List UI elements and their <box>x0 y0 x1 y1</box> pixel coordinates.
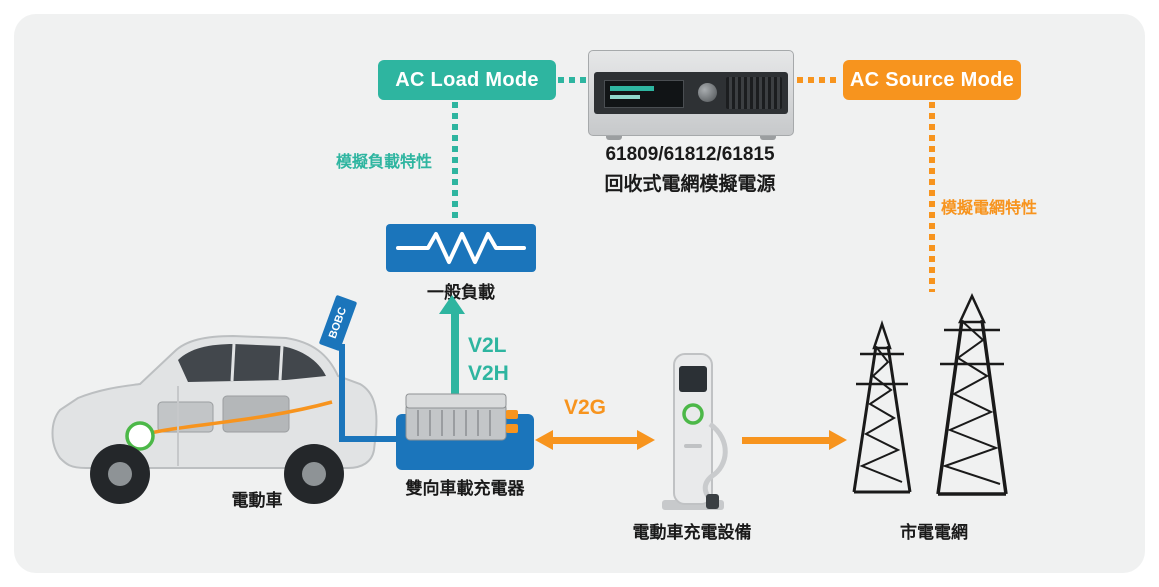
station-to-grid-arrowhead <box>829 430 847 450</box>
bobc-connection-line-horizontal <box>339 436 401 442</box>
evse-label: 電動車充電設備 <box>632 523 752 542</box>
transmission-towers-image <box>852 293 1008 496</box>
car-orange-cable <box>145 400 333 436</box>
instrument-knob <box>698 83 717 102</box>
instrument-foot-right <box>760 136 776 140</box>
grid-simulator-image <box>588 50 794 140</box>
instrument-foot-left <box>606 136 622 140</box>
obc-connector-2 <box>506 424 518 433</box>
teal-dotted-connector-vertical <box>452 102 458 220</box>
v2l-flow-label: V2L <box>468 334 507 357</box>
instrument-display-readout-2 <box>610 95 640 99</box>
car-windows <box>178 344 326 382</box>
obc-lid <box>405 393 507 409</box>
ev-charging-station-image <box>662 353 728 510</box>
instrument-vent-grille <box>726 77 782 109</box>
general-load-box <box>386 224 536 272</box>
instrument-model-numbers: 61809/61812/61815 <box>605 144 775 165</box>
v2g-arrowhead-right <box>637 430 655 450</box>
v2g-flow-label: V2G <box>564 396 607 419</box>
v2l-v2h-arrowhead <box>439 295 465 314</box>
car-rear-hub <box>302 462 326 486</box>
resistor-icon <box>396 232 526 264</box>
station-slot <box>684 444 702 448</box>
load-characteristic-annotation: 模擬負載特性 <box>336 154 433 171</box>
car-front-hub <box>108 462 132 486</box>
station-cable <box>702 421 728 502</box>
obc-label: 雙向車載充電器 <box>405 479 525 498</box>
ac-source-mode-badge: AC Source Mode <box>843 60 1021 100</box>
small-tower <box>852 320 912 494</box>
obc-connector-1 <box>506 410 518 419</box>
orange-dotted-connector-horizontal <box>797 77 841 83</box>
utility-grid-label: 市電電網 <box>900 523 968 542</box>
station-connector <box>706 494 719 509</box>
car-green-drive-logo <box>125 421 155 451</box>
obc-device-image <box>405 393 518 441</box>
bobc-connection-line-vertical <box>339 344 345 442</box>
diagram-background-panel <box>14 14 1145 573</box>
v2h-flow-label: V2H <box>468 362 509 385</box>
large-tower <box>936 293 1008 496</box>
instrument-display-readout <box>610 86 654 91</box>
ac-load-mode-badge: AC Load Mode <box>378 60 556 100</box>
station-green-ring <box>682 403 704 425</box>
electric-vehicle-image <box>51 334 378 504</box>
instrument-display <box>604 80 684 108</box>
v2g-arrow-line <box>552 437 638 444</box>
station-screen <box>679 366 707 392</box>
grid-characteristic-annotation: 模擬電網特性 <box>941 200 1038 217</box>
car-battery-module-2 <box>222 395 290 433</box>
teal-dotted-connector-horizontal <box>558 77 590 83</box>
ev-label: 電動車 <box>231 491 283 510</box>
v2l-v2h-arrow-line <box>451 312 459 416</box>
v2g-arrowhead-left <box>535 430 553 450</box>
orange-dotted-connector-vertical <box>929 102 935 292</box>
station-to-grid-arrow-line <box>742 437 830 444</box>
obc-fins <box>417 410 491 436</box>
car-pillars <box>230 343 284 382</box>
instrument-name: 回收式電網模擬電源 <box>604 174 776 195</box>
